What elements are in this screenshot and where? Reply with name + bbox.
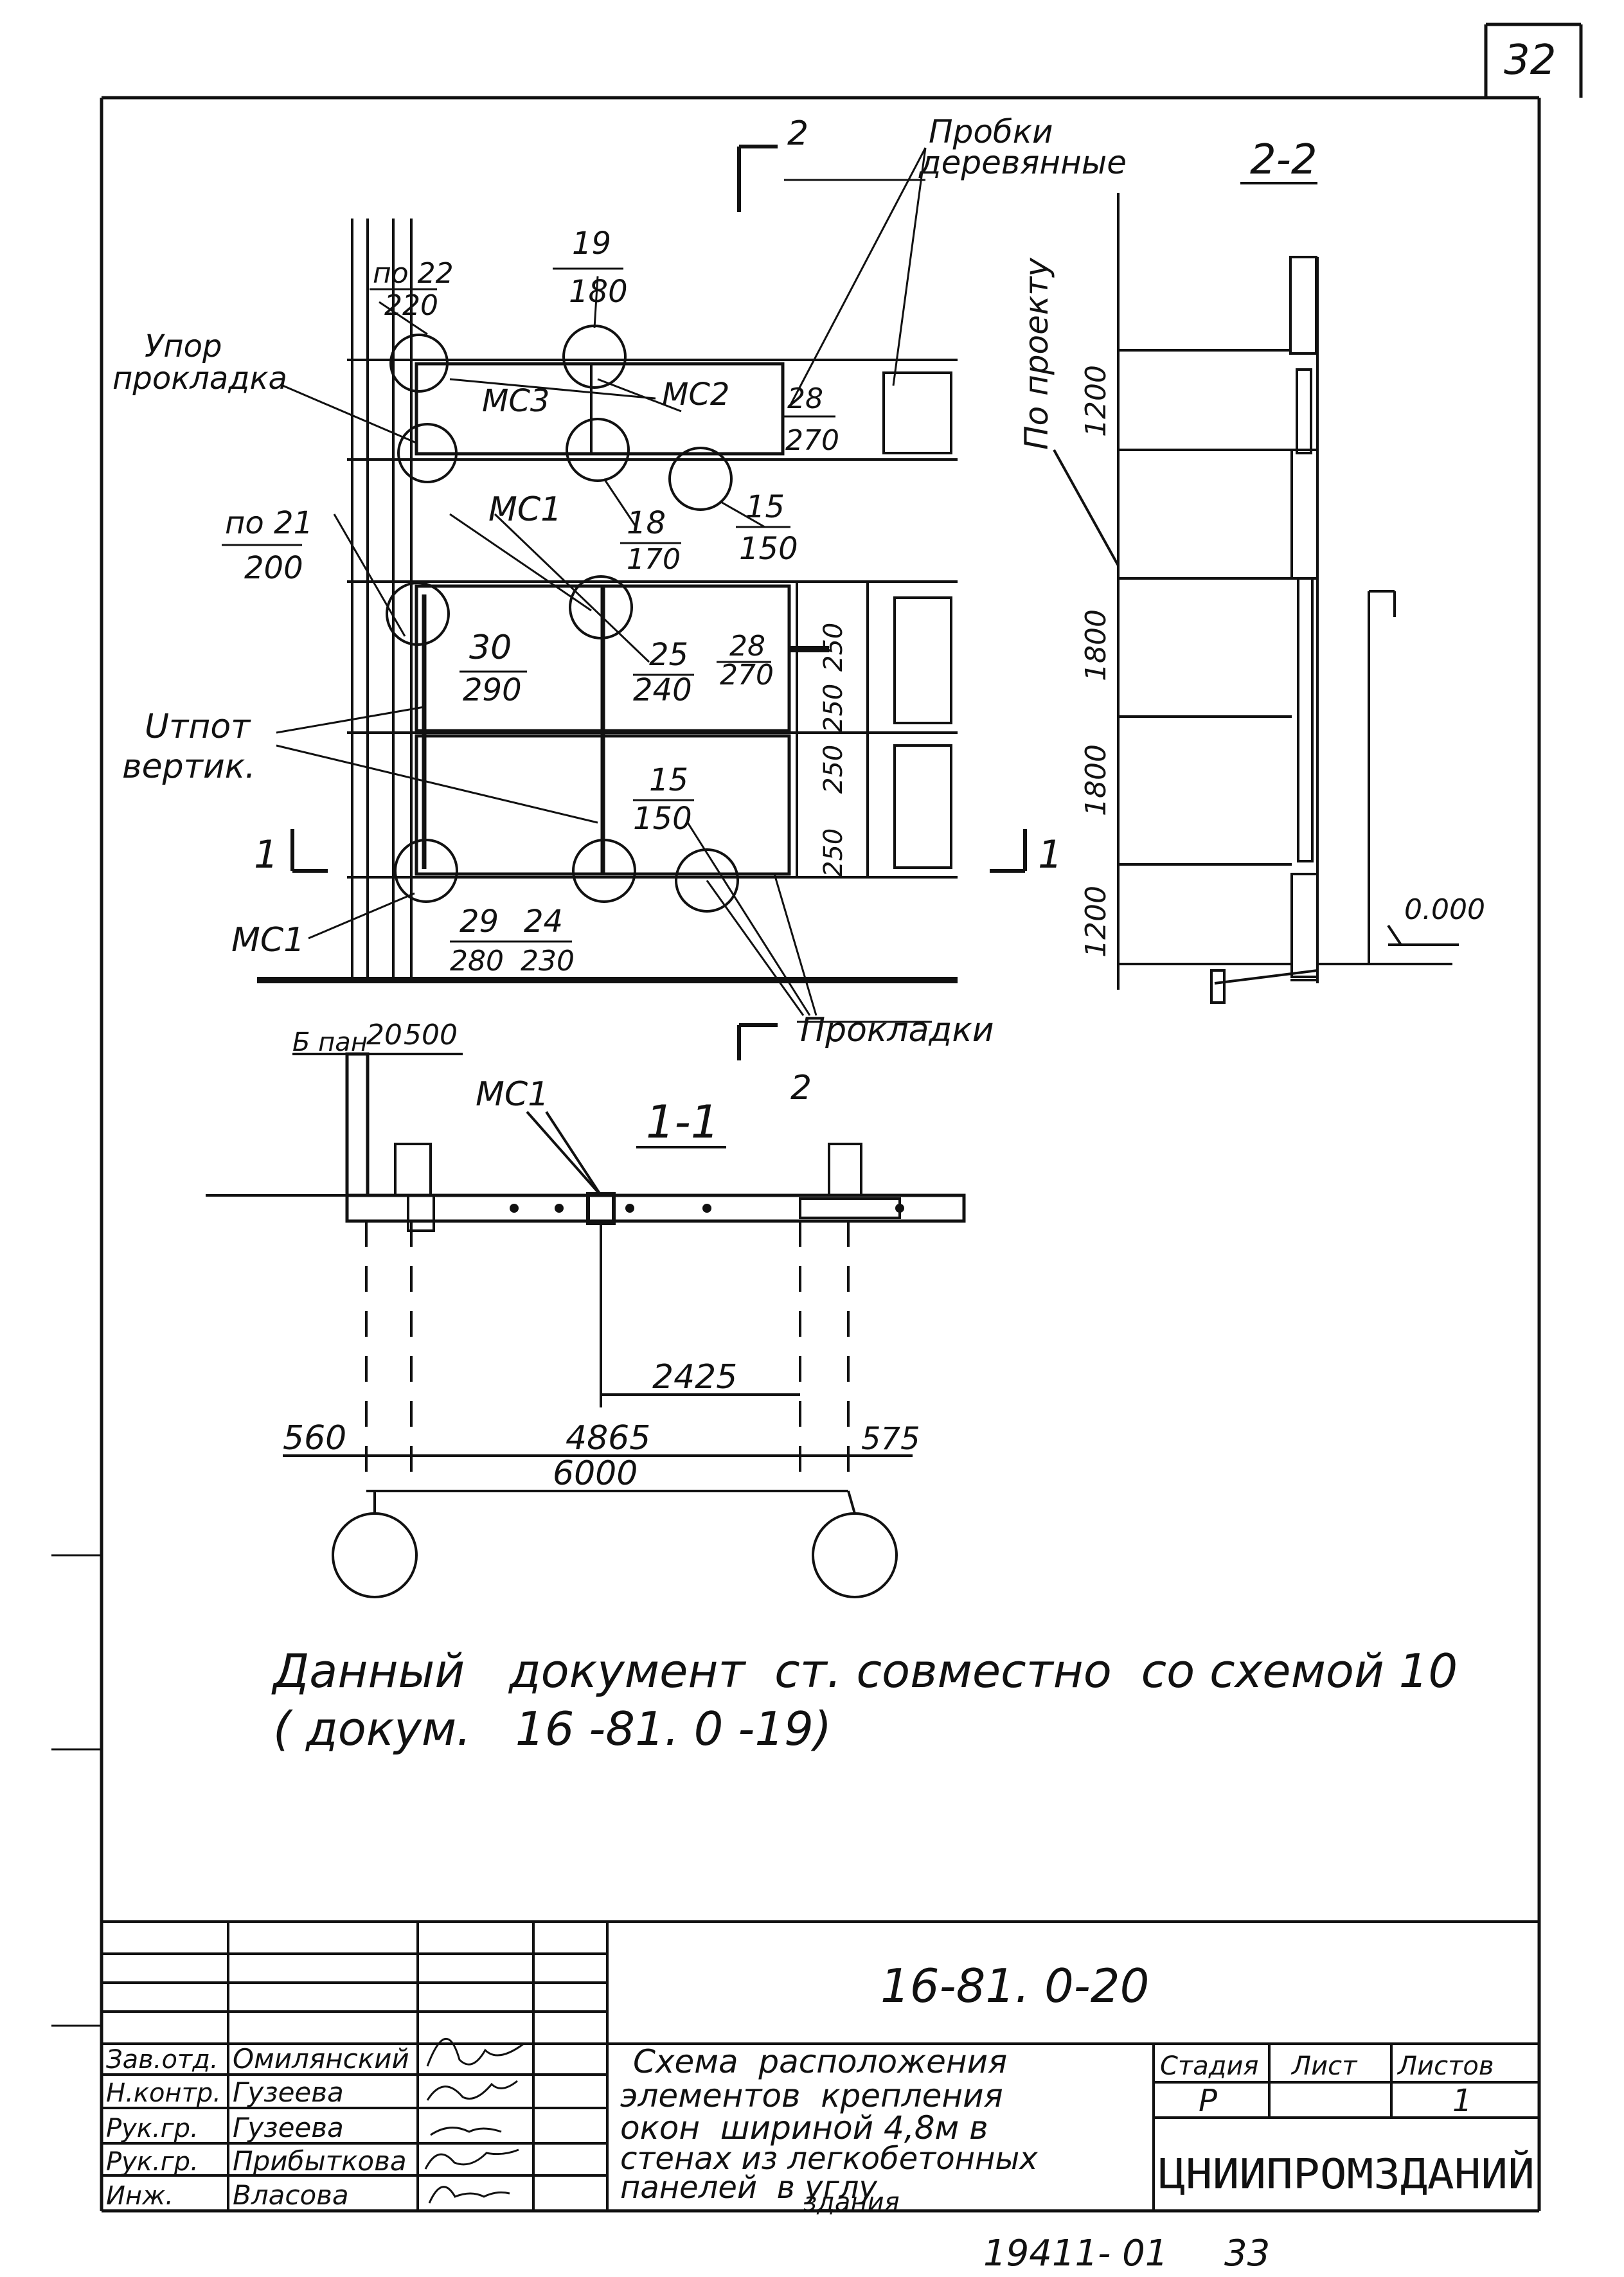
- fraction-bottom: 180: [569, 274, 628, 310]
- plan-dim-top: 500: [404, 1019, 458, 1051]
- sheets-value: 1: [1452, 2083, 1472, 2119]
- dim-250: 250: [819, 828, 848, 877]
- fraction-bottom: 220: [384, 289, 438, 322]
- dim-250: 250: [819, 623, 848, 672]
- sealant-label-1: Uтпот: [145, 708, 251, 746]
- signatures: [424, 2038, 524, 2204]
- elevation-zero-label: 0.000: [1404, 893, 1485, 926]
- note: Данный документ ст. совместно со схемой …: [271, 1644, 1458, 1756]
- fraction-bottom: 280: [450, 945, 504, 978]
- note-line-2: ( докум. 16 -81. 0 -19): [273, 1702, 832, 1756]
- section-2-mark-bottom: 2: [790, 1069, 812, 1107]
- dim-250: 250: [819, 684, 848, 733]
- sheet-number: 32: [1504, 37, 1556, 84]
- fraction-bottom: 170: [627, 543, 681, 576]
- fraction-top: по 21: [225, 505, 313, 541]
- title-line: окон шириной 4,8м в: [620, 2109, 988, 2147]
- fraction-labels: по 22 220 19 180 28 270 по 21 200 18 170…: [222, 226, 839, 978]
- gaskets-label: Прокладки: [800, 1011, 994, 1049]
- fraction-bottom: 200: [244, 550, 303, 586]
- vertical-dim: 1800: [1080, 609, 1112, 681]
- role-label: Н.контр.: [106, 2078, 221, 2108]
- role-label: Рук.гр.: [106, 2147, 199, 2177]
- dim-250: 250: [819, 745, 848, 794]
- section-2-mark-top: 2: [787, 114, 808, 153]
- document-code: 16-81. 0-20: [880, 1959, 1149, 2013]
- person-name: Гузеева: [233, 2076, 344, 2108]
- inventory-number: 19411- 01: [983, 2233, 1168, 2274]
- stop-gasket-label-2: прокладка: [112, 361, 287, 397]
- fraction-bottom: 150: [633, 801, 692, 837]
- sheet-frame: [51, 22, 1583, 2213]
- fraction-top: 24: [524, 904, 563, 940]
- title-block: 16-81. 0-20 Зав.отд. Н.контр. Рук.гр. Ру…: [102, 1920, 1539, 2217]
- note-line-1: Данный документ ст. совместно со схемой …: [271, 1644, 1458, 1698]
- dim-6000: 6000: [553, 1454, 638, 1493]
- fraction-bottom: 290: [463, 672, 522, 708]
- elevation-view: 2 2 1 1 Пробки деревянные Упор прокладка…: [112, 113, 1127, 1107]
- section-1-mark-right: 1: [1038, 832, 1062, 877]
- person-name: Прибыткова: [233, 2145, 407, 2177]
- page-number: 33: [1224, 2233, 1270, 2274]
- per-project-label: По проекту: [1018, 257, 1055, 450]
- fraction-top: 28: [729, 630, 765, 663]
- plan-label: Б пан: [292, 1028, 368, 1057]
- dim-4865: 4865: [566, 1419, 650, 1458]
- vertical-dim: 1800: [1080, 744, 1112, 816]
- fraction-top: 29: [460, 904, 499, 940]
- title-line: Схема расположения: [633, 2043, 1007, 2080]
- mc2-label: МС2: [662, 377, 729, 413]
- mc1-label-plan: МС1: [476, 1075, 549, 1114]
- organization-name: ЦНИИПРОМЗДАНИЙ: [1159, 2150, 1535, 2199]
- section-2-2-title: 2-2: [1250, 136, 1317, 184]
- section-1-1-view: 1-1 Б пан 20 500 МС1: [206, 1019, 966, 1598]
- stop-gasket-label-1: Упор: [145, 328, 222, 364]
- role-label: Инж.: [106, 2181, 174, 2211]
- plan-dim-top: 20: [366, 1019, 402, 1051]
- vertical-dim: 1200: [1080, 886, 1112, 958]
- mc1-label-elev: МС1: [488, 490, 562, 529]
- dim-560: 560: [283, 1419, 346, 1458]
- section-1-mark-left: 1: [254, 832, 278, 877]
- role-label: Рук.гр.: [106, 2114, 199, 2143]
- dim-2425: 2425: [652, 1358, 737, 1397]
- fraction-bottom: 270: [720, 659, 774, 692]
- fraction-top: 28: [787, 382, 823, 415]
- fraction-top: по 22: [373, 257, 454, 290]
- sheets-header: Листов: [1396, 2051, 1494, 2081]
- fraction-top: 19: [572, 226, 611, 262]
- fraction-top: 25: [649, 637, 688, 673]
- sealant-label-2: вертик.: [122, 747, 256, 786]
- title-line: элементов крепления: [620, 2077, 1003, 2114]
- fraction-top: 18: [627, 505, 666, 541]
- stage-header: Стадия: [1160, 2051, 1258, 2081]
- fraction-bottom: 230: [521, 945, 575, 978]
- fraction-top: 15: [745, 489, 785, 525]
- title-line: здания: [803, 2188, 900, 2217]
- section-1-1-title: 1-1: [646, 1096, 719, 1148]
- person-name: Власова: [233, 2179, 349, 2211]
- vertical-dim: 1200: [1080, 365, 1112, 437]
- mc1-label-bottom: МС1: [231, 921, 305, 960]
- person-name: Гузеева: [233, 2112, 344, 2143]
- wood-plugs-label-2: деревянные: [918, 144, 1127, 181]
- person-name: Омилянский: [233, 2043, 409, 2075]
- fraction-bottom: 240: [633, 672, 692, 708]
- section-2-2-view: 2-2 По проекту 0: [1018, 136, 1485, 1004]
- mc3-label: МС3: [482, 383, 549, 419]
- dim-575: 575: [861, 1421, 920, 1457]
- title-line: панелей в углу: [620, 2170, 877, 2206]
- fraction-top: 15: [649, 762, 688, 798]
- title-line: стенах из легкобетонных: [620, 2141, 1038, 2177]
- stage-value: Р: [1199, 2083, 1217, 2119]
- sheet-header: Лист: [1290, 2051, 1358, 2081]
- role-label: Зав.отд.: [106, 2045, 219, 2075]
- wood-plugs-label-1: Пробки: [929, 113, 1053, 150]
- fraction-bottom: 150: [739, 531, 798, 567]
- fraction-top: 30: [469, 629, 512, 667]
- fraction-bottom: 270: [785, 424, 839, 457]
